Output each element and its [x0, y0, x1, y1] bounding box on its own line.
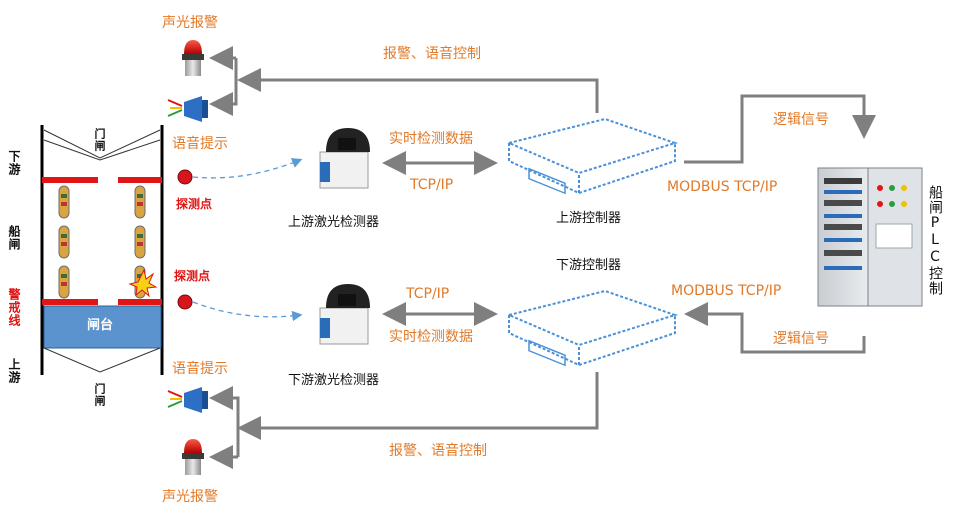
side-label-downstream: 下游 [7, 150, 21, 176]
realtime-label-bottom: 实时检测数据 [389, 329, 473, 345]
ship-icon [58, 185, 70, 219]
probe-label-top: 探测点 [176, 197, 213, 211]
alarm-voice-label-bottom: 报警、语音控制 [389, 443, 487, 459]
alarm-label-bottom: 声光报警 [162, 489, 218, 505]
tcpip-label-top: TCP/IP [410, 177, 454, 193]
side-label-lock: 船闸 [7, 225, 21, 251]
logic-label-bottom: 逻辑信号 [773, 331, 829, 347]
probe-point-icon [177, 294, 193, 310]
ship-icon [134, 185, 146, 219]
realtime-label-top: 实时检测数据 [389, 131, 473, 147]
ship-icons [58, 185, 158, 299]
platform-label: 闸台 [87, 318, 114, 333]
tcpip-label-bottom: TCP/IP [406, 286, 450, 302]
side-label-upstream: 上游 [7, 358, 21, 384]
ship-icon [134, 225, 146, 259]
down-detector-label: 下游激光检测器 [288, 373, 380, 388]
probe-point-icon [177, 169, 193, 185]
plc-cabinet-icon [817, 167, 923, 307]
arrow-alarm-voice-bottom [209, 372, 599, 469]
ship-icon [58, 225, 70, 259]
explosion-icon [128, 268, 158, 298]
down-controller-label: 下游控制器 [556, 258, 622, 273]
voice-label-bottom: 语音提示 [172, 361, 228, 377]
arrow-logic-bottom [684, 302, 866, 354]
controller-icon [505, 117, 679, 195]
gate-label-top: 门闸 [93, 128, 106, 152]
voice-label-top: 语音提示 [172, 136, 228, 152]
controller-icon [505, 289, 679, 367]
loudspeaker-icon [167, 387, 208, 413]
logic-label-top: 逻辑信号 [773, 112, 829, 128]
alarm-voice-label-top: 报警、语音控制 [383, 46, 481, 62]
laser-detector-icon [319, 284, 370, 345]
up-detector-label: 上游激光检测器 [288, 215, 380, 230]
up-controller-label: 上游控制器 [556, 211, 622, 226]
loudspeaker-icon [167, 96, 208, 122]
laser-detector-icon [319, 128, 370, 189]
alarm-label-top: 声光报警 [162, 15, 218, 31]
ship-icon [58, 265, 70, 299]
gate-label-bottom: 门闸 [93, 383, 106, 407]
alarm-light-icon [182, 439, 204, 475]
probe-link-top [192, 158, 303, 179]
arrow-logic-top [684, 94, 876, 164]
alarm-light-icon [182, 40, 204, 76]
side-label-warning: 警戒线 [7, 288, 21, 327]
modbus-label-bottom: MODBUS TCP/IP [671, 283, 782, 299]
plc-label: 船闸PLC控制 [927, 185, 943, 296]
modbus-label-top: MODBUS TCP/IP [667, 179, 778, 195]
arrow-alarm-voice-top [209, 46, 599, 116]
probe-label-bottom: 探测点 [174, 269, 211, 283]
lock-chamber [40, 125, 164, 375]
probe-link-bottom [192, 301, 303, 322]
